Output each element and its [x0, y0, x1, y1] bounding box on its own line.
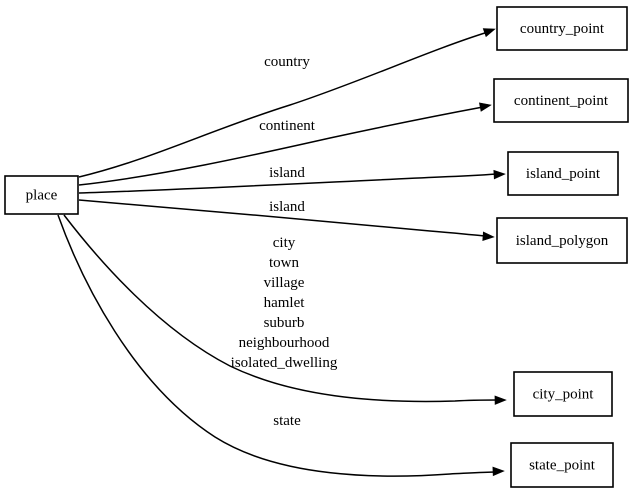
node-label-continent_point: continent_point — [514, 93, 609, 109]
edge-state-point-line — [57, 214, 497, 477]
edge-city-point-label-line-5: neighbourhood — [239, 335, 330, 351]
edge-island-polygon-label: island — [269, 199, 305, 215]
nodes-layer: place country_point continent_point island_… — [4, 6, 629, 488]
node-label-city_point: city_point — [533, 386, 595, 402]
node-island_point[interactable]: island_point — [507, 151, 619, 196]
node-box-continent_point[interactable] — [493, 78, 629, 123]
edge-city-point — [63, 214, 507, 405]
edge-city-point-label: city town village hamlet suburb neighbourhood… — [231, 235, 338, 371]
edge-country-line — [78, 31, 489, 178]
node-box-country_point[interactable] — [496, 6, 628, 51]
node-city_point[interactable]: city_point — [513, 371, 613, 417]
node-label-country_point: country_point — [520, 21, 605, 37]
edge-state-point — [57, 214, 505, 477]
edge-continent — [78, 102, 492, 186]
edge-city-point-line — [63, 214, 499, 403]
edge-island-point-label: island — [269, 165, 305, 181]
edge-island-polygon-arrowhead-icon — [482, 231, 495, 241]
edge-city-point-label-line-1: town — [269, 255, 300, 271]
edge-continent-arrowhead-icon — [479, 102, 492, 112]
edge-state-point-arrowhead-icon — [492, 466, 505, 477]
node-label-island_point: island_point — [526, 166, 601, 182]
node-box-state_point[interactable] — [510, 442, 614, 488]
edge-city-point-label-line-6: isolated_dwelling — [231, 355, 338, 371]
edge-island-point-arrowhead-icon — [493, 169, 506, 180]
edge-country-label: country — [264, 54, 310, 70]
node-label-island_polygon: island_polygon — [516, 233, 609, 249]
edge-island-polygon-line — [78, 199, 487, 237]
edge-continent-line — [78, 106, 484, 186]
node-island_polygon[interactable]: island_polygon — [496, 217, 628, 264]
edge-city-point-label-line-0: city — [273, 235, 296, 251]
node-box-city_point[interactable] — [513, 371, 613, 417]
edge-country-arrowhead-icon — [482, 28, 496, 38]
edges-layer — [57, 28, 507, 477]
edge-city-point-label-line-4: suburb — [264, 315, 305, 331]
node-state_point[interactable]: state_point — [510, 442, 614, 488]
node-box-island_point[interactable] — [507, 151, 619, 196]
node-continent_point[interactable]: continent_point — [493, 78, 629, 123]
edge-island-polygon — [78, 199, 495, 241]
node-label-state_point: state_point — [529, 457, 596, 473]
edge-city-point-label-line-3: hamlet — [264, 295, 306, 311]
edge-country — [78, 28, 496, 178]
node-country_point[interactable]: country_point — [496, 6, 628, 51]
node-label-place: place — [26, 187, 58, 203]
node-box-place[interactable] — [4, 175, 79, 215]
node-box-island_polygon[interactable] — [496, 217, 628, 264]
edge-island-point — [78, 169, 506, 194]
edge-island-point-line — [78, 173, 498, 194]
edge-state-point-label: state — [273, 413, 301, 429]
edge-continent-label: continent — [259, 118, 316, 134]
edge-labels-layer: country continent island island city town vill… — [231, 54, 338, 429]
edge-city-point-arrowhead-icon — [494, 395, 507, 405]
node-place[interactable]: place — [4, 175, 79, 215]
edge-city-point-label-line-2: village — [264, 275, 305, 291]
